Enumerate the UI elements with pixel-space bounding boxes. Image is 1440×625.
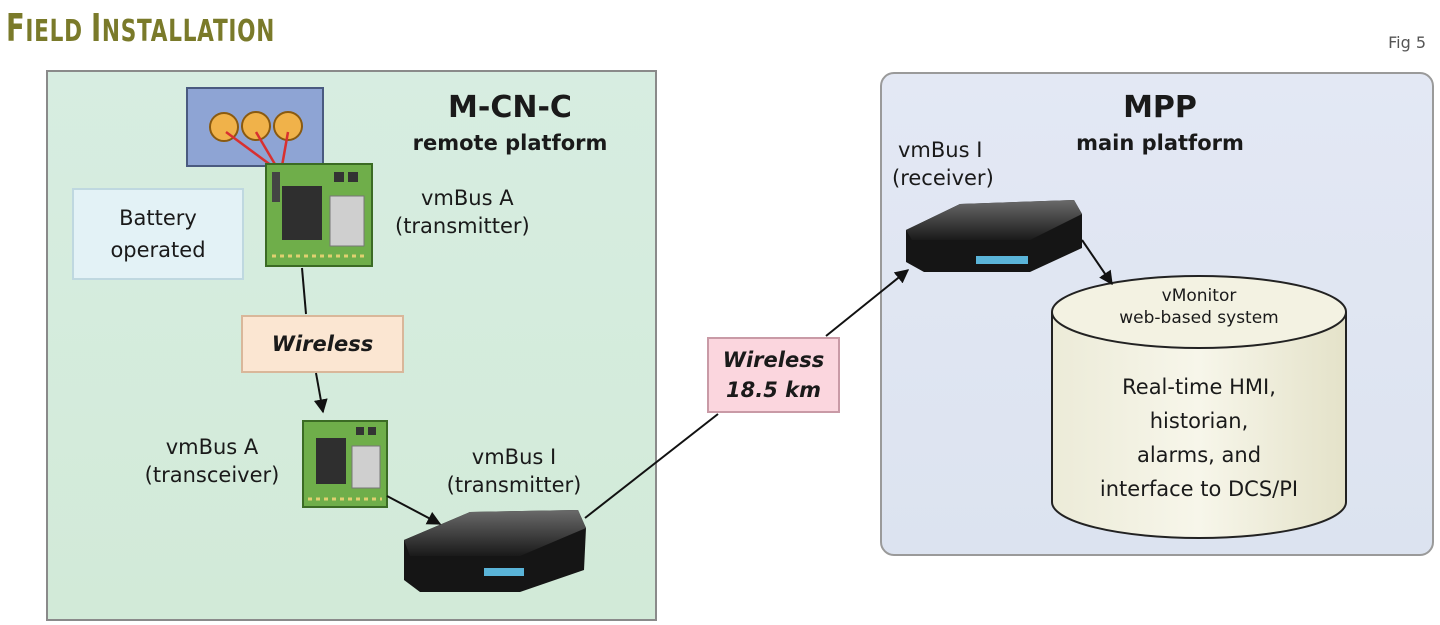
db-line: historian, xyxy=(1149,409,1249,433)
label-line: vmBus A xyxy=(421,186,514,210)
figure-title: FIELD INSTALLATION xyxy=(6,6,275,50)
modem-icon xyxy=(906,200,1082,272)
label-line: (transmitter) xyxy=(446,473,582,497)
transmitter-label: vmBus A (transmitter) xyxy=(395,184,585,240)
database-caption: vMonitor web-based system xyxy=(1052,285,1346,329)
title-part: IELD xyxy=(25,14,92,49)
circuit-board-icon xyxy=(265,163,373,267)
connector-arrow xyxy=(825,269,910,337)
remote-subheading: remote platform xyxy=(412,131,608,155)
modem-icon xyxy=(404,510,586,592)
label-line: vmBus A xyxy=(165,435,259,459)
label-line: vmBus I xyxy=(898,138,983,162)
connector-arrow xyxy=(313,372,328,414)
label-line: (transceiver) xyxy=(144,463,280,487)
database-cylinder-icon xyxy=(1051,275,1347,539)
main-subheading: main platform xyxy=(1076,131,1244,155)
db-line: alarms, and xyxy=(1136,443,1262,467)
link-line: 18.5 km xyxy=(726,378,821,402)
circuit-board-icon xyxy=(302,420,388,508)
wireless-box: Wireless xyxy=(241,315,404,373)
db-line: Real-time HMI, xyxy=(1122,375,1276,399)
title-letter: I xyxy=(91,6,102,50)
label-line: vmBus I xyxy=(471,445,557,469)
receiver-label: vmBus I (receiver) xyxy=(884,136,1034,192)
caption-line: web-based system xyxy=(1119,308,1279,328)
vmbus-i-transmitter-label: vmBus I (transmitter) xyxy=(424,443,604,499)
title-letter: F xyxy=(6,6,26,50)
database-text: Real-time HMI, historian, alarms, and in… xyxy=(1052,370,1346,506)
connector-line xyxy=(584,413,719,519)
main-heading: MPP xyxy=(1123,90,1197,125)
caption-line: vMonitor xyxy=(1161,286,1237,306)
figure-label: Fig 5 xyxy=(1388,33,1426,52)
connector-arrow xyxy=(1081,239,1113,286)
battery-line: Battery xyxy=(119,206,197,230)
db-line: interface to DCS/PI xyxy=(1099,477,1299,501)
title-part: NSTALLATION xyxy=(101,14,276,49)
link-line: Wireless xyxy=(722,348,825,372)
connector-line xyxy=(301,267,307,315)
sensor-icon xyxy=(209,111,303,168)
remote-heading: M-CN-C xyxy=(448,90,572,125)
wireless-link-box: Wireless 18.5 km xyxy=(707,337,840,413)
label-line: (transmitter) xyxy=(395,214,530,238)
label-line: (receiver) xyxy=(892,166,994,190)
transceiver-label: vmBus A (transceiver) xyxy=(122,433,302,489)
battery-operated-box: Battery operated xyxy=(72,188,244,280)
connector-arrow xyxy=(386,495,442,525)
battery-line: operated xyxy=(110,238,206,262)
